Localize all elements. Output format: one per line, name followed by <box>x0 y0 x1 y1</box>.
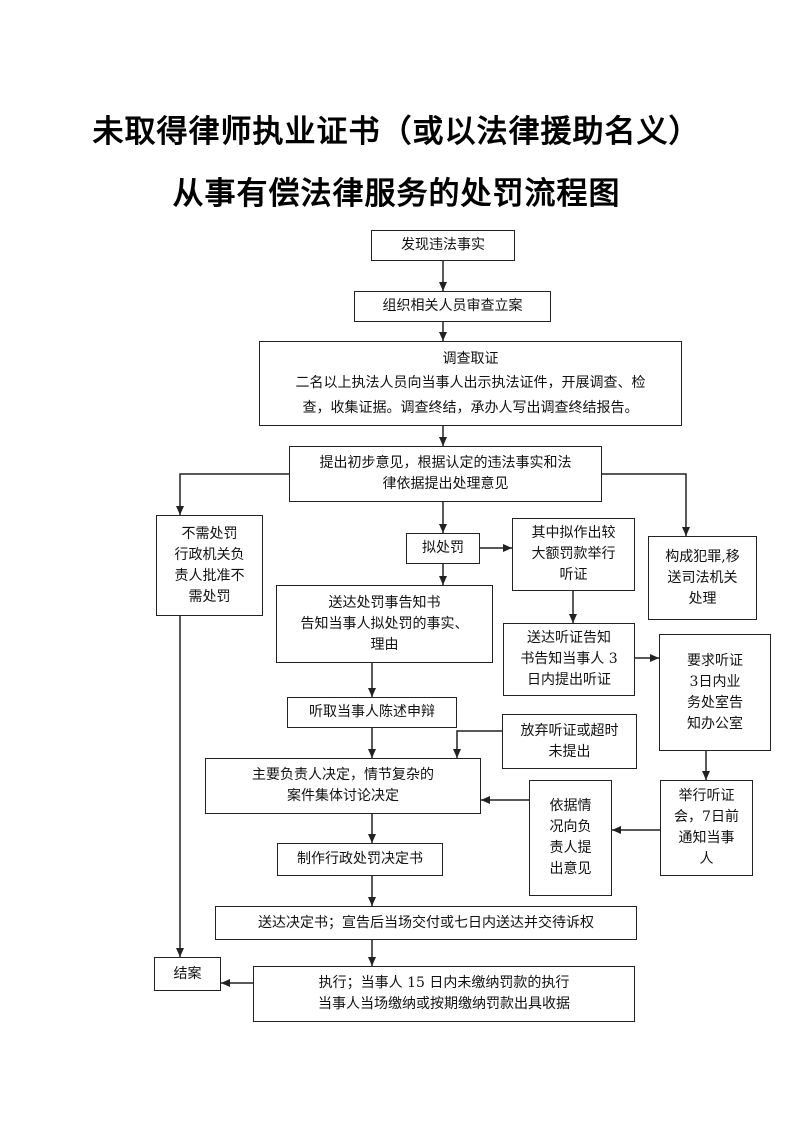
step-investigate: 调查取证 二名以上执法人员向当事人出示执法证件，开展调查、检 查，收集证据。调查… <box>259 341 682 426</box>
step-proposed-penalty: 拟处罚 <box>406 533 480 564</box>
step-decision-document: 制作行政处罚决定书 <box>277 843 443 876</box>
step-decision: 主要负责人决定，情节复杂的 案件集体讨论决定 <box>205 758 481 814</box>
arrow-preliminary-to-no-penalty <box>176 473 289 515</box>
step-discover: 发现违法事实 <box>371 230 515 261</box>
title-line-2: 从事有偿法律服务的处罚流程图 <box>172 176 621 212</box>
step-preliminary: 提出初步意见，根据认定的违法事实和法 律依据提出处理意见 <box>289 446 602 502</box>
arrow-preliminary-to-crime <box>602 473 690 536</box>
step-penalty-notice: 送达处罚事告知书 告知当事人拟处罚的事实、 理由 <box>276 585 493 663</box>
step-close-case: 结案 <box>154 957 221 991</box>
branch-no-penalty: 不需处罚 行政机关负 责人批准不 需处罚 <box>156 515 263 616</box>
title-line-1: 未取得律师执业证书（或以法律援助名义） <box>92 114 701 150</box>
branch-crime-transfer: 构成犯罪,移 送司法机关 处理 <box>648 536 757 620</box>
step-large-fine-hearing: 其中拟作出较 大额罚款举行 听证 <box>512 518 635 591</box>
step-hearing-notice: 送达听证告知 书告知当事人 3 日内提出听证 <box>503 623 635 696</box>
step-hold-hearing: 举行听证 会，7日前 通知当事 人 <box>660 780 753 876</box>
arrow-waive-to-decide <box>453 730 502 758</box>
step-listen-defense: 听取当事人陈述申辩 <box>287 697 457 728</box>
step-serve-decision: 送达决定书；宣告后当场交付或七日内送达并交待诉权 <box>215 906 637 940</box>
step-organize: 组织相关人员审查立案 <box>354 291 551 322</box>
step-hearing-request: 要求听证 3日内业 务处室告 知办公室 <box>659 634 771 751</box>
step-waive-hearing: 放弃听证或超时 未提出 <box>502 714 637 769</box>
step-execute: 执行；当事人 15 日内未缴纳罚款的执行 当事人当场缴纳或按期缴纳罚款出具收据 <box>253 966 635 1022</box>
step-opinion: 依据情 况向负 责人提 出意见 <box>529 780 612 896</box>
